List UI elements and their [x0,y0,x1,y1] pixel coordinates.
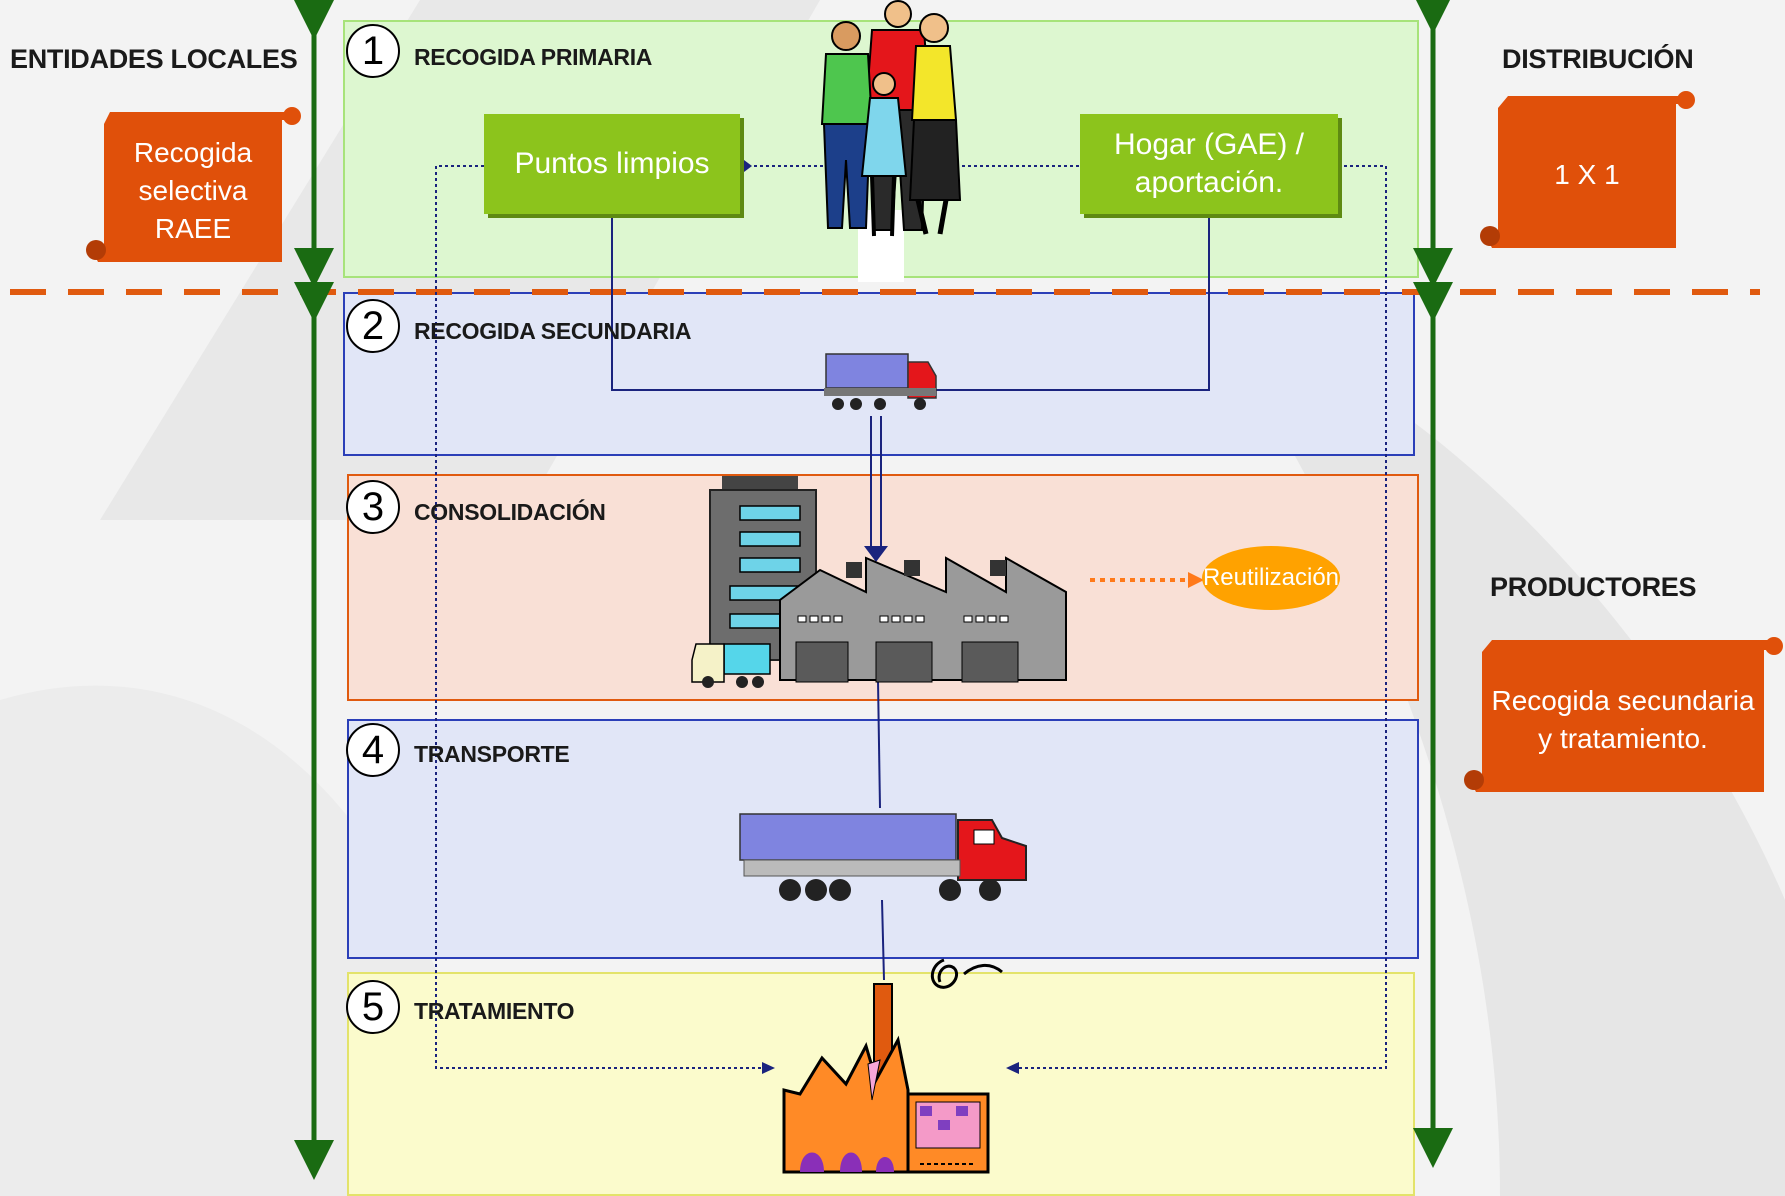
stage-1-label: RECOGIDA PRIMARIA [414,44,653,70]
scroll-right-mid-text: Recogida secundaria y tratamiento. [1482,682,1764,758]
scroll-left-line-2: selectiva [138,175,248,206]
scroll-left-line-3: RAEE [154,213,232,244]
home-label-line-2: aportación. [1134,166,1284,199]
home-label-line-1: Hogar (GAE) / [1113,128,1305,161]
stage-1-number: 1 [346,24,400,78]
reuse-oval: Reutilización [1202,546,1340,610]
scroll-left-text: Recogida selectiva RAEE [104,134,282,248]
stage-5-number: 5 [346,980,400,1034]
stage-2-number: 2 [346,299,400,353]
clean-points-label: Puntos limpios [514,147,710,180]
stage-2-label: RECOGIDA SECUNDARIA [414,318,692,344]
stage-5-label: TRATAMIENTO [414,998,575,1024]
scroll-right-mid-line-1: Recogida secundaria [1491,685,1755,716]
scroll-right-mid-line-2: y tratamiento. [1538,723,1708,754]
stage-4-number: 4 [346,723,400,777]
local-entities-label: ENTIDADES LOCALES [10,44,298,74]
scroll-right-top-text: 1 X 1 [1498,156,1676,194]
stage-3-number: 3 [346,480,400,534]
producers-label: PRODUCTORES [1490,572,1697,602]
stage-1-gap [858,210,904,282]
stage-2-box [343,292,1415,456]
home-box: Hogar (GAE) / aportación. [1080,114,1338,214]
stage-4-label: TRANSPORTE [414,741,570,767]
stage-3-label: CONSOLIDACIÓN [414,499,606,525]
scroll-right-top-line-1: 1 X 1 [1554,159,1620,190]
scroll-left-line-1: Recogida [133,137,253,168]
distribution-label: DISTRIBUCIÓN [1502,44,1694,74]
reuse-label: Reutilización [1202,564,1340,591]
clean-points-box: Puntos limpios [484,114,740,214]
